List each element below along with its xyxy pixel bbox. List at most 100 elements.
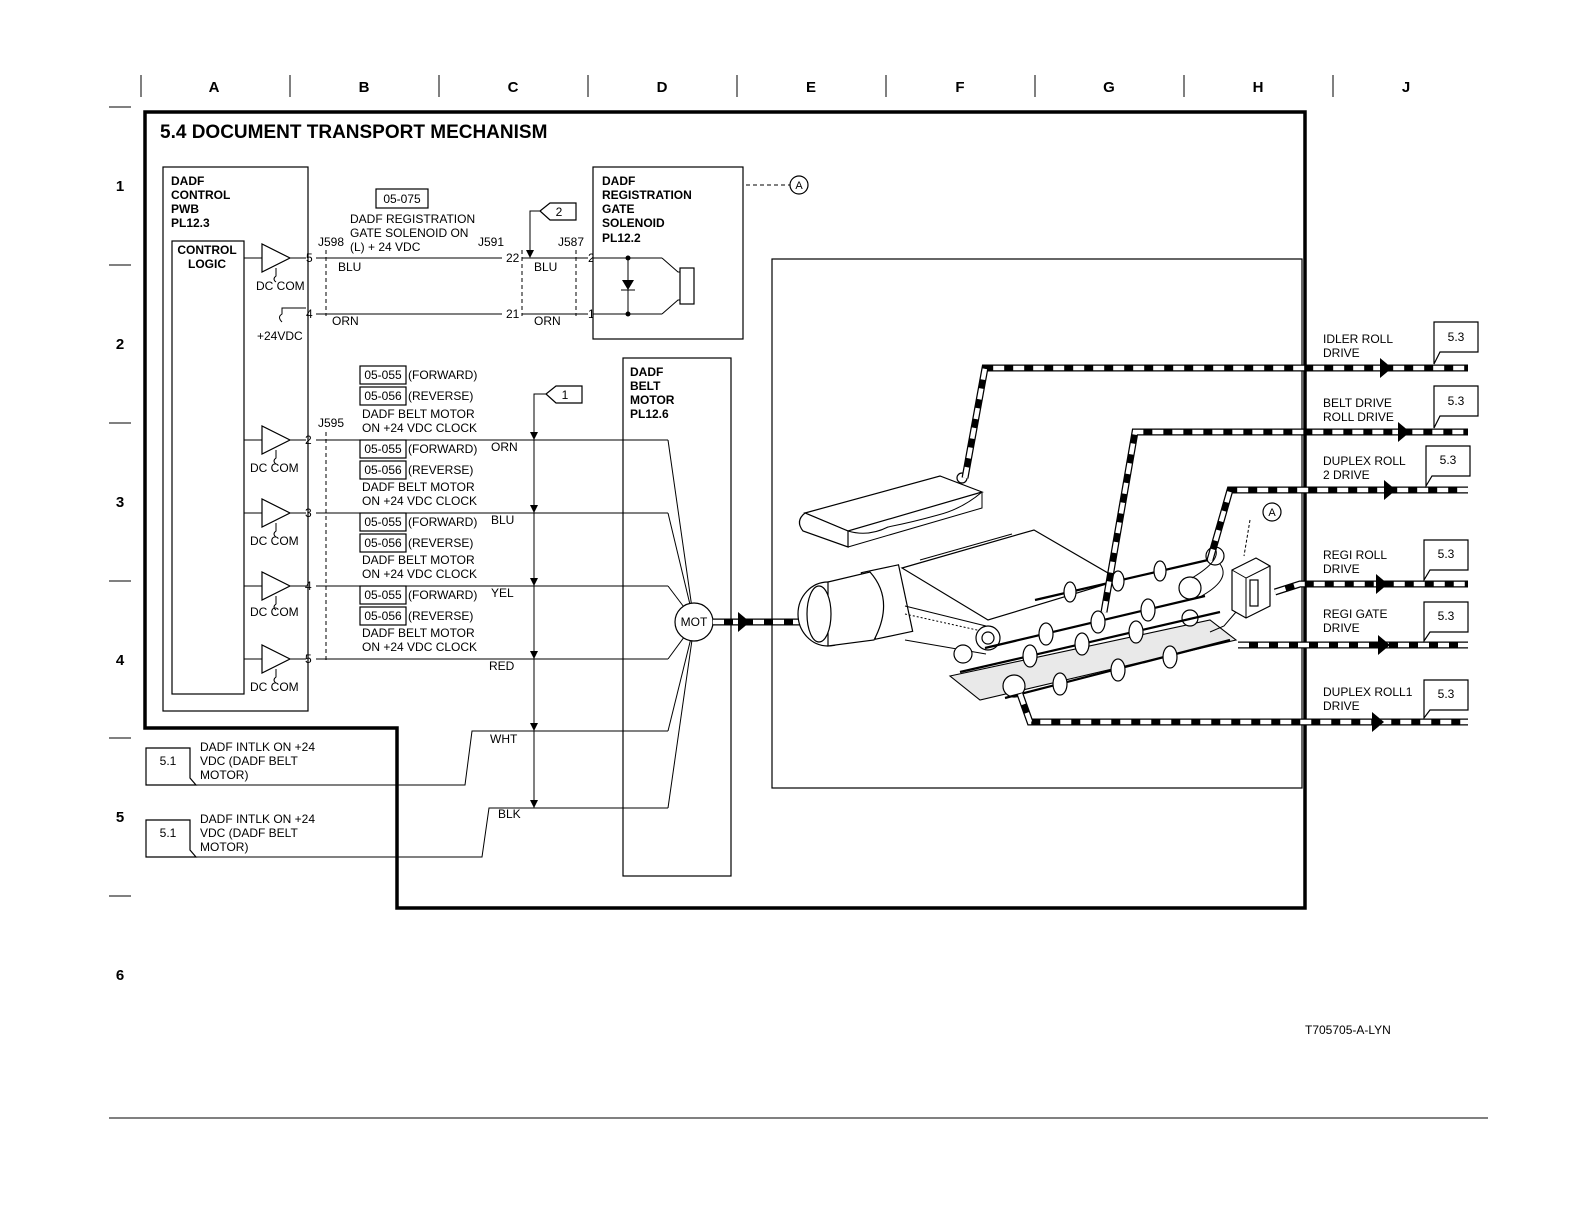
dc-com-label: DC COM xyxy=(250,680,299,694)
pin-label: 5 xyxy=(306,251,313,265)
column-label: G xyxy=(1103,79,1115,96)
column-label: J xyxy=(1402,79,1410,96)
svg-text:5.3: 5.3 xyxy=(1448,394,1465,408)
row-label: 4 xyxy=(116,652,125,669)
drive-label-regi-gate: REGI GATE DRIVE 5.3 xyxy=(1323,601,1469,643)
svg-text:DRIVE: DRIVE xyxy=(1323,346,1360,360)
svg-text:BELT DRIVE: BELT DRIVE xyxy=(1323,396,1392,410)
svg-text:2 DRIVE: 2 DRIVE xyxy=(1323,468,1370,482)
drive-label-belt-drive: BELT DRIVE ROLL DRIVE 5.3 xyxy=(1323,385,1479,429)
svg-text:5.3: 5.3 xyxy=(1438,687,1455,701)
svg-text:ON +24 VDC CLOCK: ON +24 VDC CLOCK xyxy=(362,640,477,654)
drive-label-duplex-roll-2: DUPLEX ROLL 2 DRIVE 5.3 xyxy=(1323,445,1471,489)
svg-text:DADF BELT MOTOR: DADF BELT MOTOR xyxy=(362,626,475,640)
wire-color: BLU xyxy=(491,513,514,527)
svg-text:05-056: 05-056 xyxy=(364,609,402,623)
svg-text:DRIVE: DRIVE xyxy=(1323,699,1360,713)
svg-text:DADF INTLK ON +24: DADF INTLK ON +24 xyxy=(200,812,315,826)
figure-id: T705705-A-LYN xyxy=(1305,1023,1391,1037)
dc-com-label: DC COM xyxy=(250,605,299,619)
column-label: B xyxy=(359,79,370,96)
svg-text:5.1: 5.1 xyxy=(160,826,177,840)
solenoid-label: DADF xyxy=(602,174,635,188)
driver-transistor-solenoid: DC COM +24VDC xyxy=(244,243,306,343)
wire-color: WHT xyxy=(490,732,518,746)
svg-text:ON +24 VDC CLOCK: ON +24 VDC CLOCK xyxy=(362,494,477,508)
drive-label-idler-roll: IDLER ROLL DRIVE 5.3 xyxy=(1323,321,1479,365)
svg-text:(REVERSE): (REVERSE) xyxy=(408,609,473,623)
solenoid-label: GATE xyxy=(602,202,634,216)
flag-1: 1 xyxy=(530,385,583,808)
control-logic-label: CONTROL xyxy=(177,243,236,257)
svg-text:DUPLEX ROLL: DUPLEX ROLL xyxy=(1323,454,1406,468)
svg-text:(FORWARD): (FORWARD) xyxy=(408,442,477,456)
interlock-2: 5.1 DADF INTLK ON +24 VDC (DADF BELT MOT… xyxy=(145,807,668,858)
column-label: C xyxy=(508,79,519,96)
svg-text:ON +24 VDC CLOCK: ON +24 VDC CLOCK xyxy=(362,421,477,435)
motor-symbol-label: MOT xyxy=(681,615,708,629)
wire-color: BLU xyxy=(338,260,361,274)
svg-text:05-056: 05-056 xyxy=(364,463,402,477)
pin-label: 3 xyxy=(305,506,312,520)
row-label: 6 xyxy=(116,967,124,984)
driver-transistor-ch2: DC COM xyxy=(244,498,306,548)
row-grid: 1 2 3 4 5 6 xyxy=(109,106,131,984)
chain-outline xyxy=(143,110,1307,910)
motor-label: PL12.6 xyxy=(630,407,669,421)
ref-circle-a-mechanism xyxy=(1262,502,1282,522)
wire-color: YEL xyxy=(491,586,514,600)
wire-color: RED xyxy=(489,659,515,673)
motor-label: MOTOR xyxy=(630,393,675,407)
svg-text:(REVERSE): (REVERSE) xyxy=(408,463,473,477)
solenoid-label: SOLENOID xyxy=(602,216,665,230)
dc-com-label: DC COM xyxy=(250,461,299,475)
svg-text:5.3: 5.3 xyxy=(1438,547,1455,561)
pin-label: 2 xyxy=(588,251,595,265)
svg-text:REGI GATE: REGI GATE xyxy=(1323,607,1387,621)
svg-text:DADF BELT MOTOR: DADF BELT MOTOR xyxy=(362,407,475,421)
column-label: A xyxy=(209,79,220,96)
connector-j591: J591 xyxy=(478,235,504,249)
svg-text:05-055: 05-055 xyxy=(364,368,402,382)
svg-text:05-055: 05-055 xyxy=(364,442,402,456)
column-label: E xyxy=(806,79,816,96)
drive-chain-regi-gate xyxy=(1238,635,1468,655)
connector-j587: J587 xyxy=(558,235,584,249)
pwb-label: CONTROL xyxy=(171,188,230,202)
power-label: +24VDC xyxy=(257,329,303,343)
svg-text:(REVERSE): (REVERSE) xyxy=(408,536,473,550)
svg-text:05-056: 05-056 xyxy=(364,536,402,550)
status-code-box xyxy=(375,188,429,209)
column-label: H xyxy=(1253,79,1264,96)
status-codes-group-0: 05-055 (FORWARD) 05-056 (REVERSE) DADF B… xyxy=(359,365,477,435)
svg-text:VDC (DADF BELT: VDC (DADF BELT xyxy=(200,826,298,840)
solenoid-coil-symbol xyxy=(593,255,695,317)
drive-chain-duplex-roll-2 xyxy=(1206,480,1468,561)
control-logic-box xyxy=(171,240,245,695)
solenoid-label: REGISTRATION xyxy=(602,188,692,202)
svg-text:5.3: 5.3 xyxy=(1440,453,1457,467)
wire-color: BLU xyxy=(534,260,557,274)
control-logic-label: LOGIC xyxy=(188,257,226,271)
svg-text:REGI ROLL: REGI ROLL xyxy=(1323,548,1387,562)
pin-label: 21 xyxy=(506,307,520,321)
solenoid-label: PL12.2 xyxy=(602,231,641,245)
status-code: 05-075 xyxy=(383,192,421,206)
svg-text:MOTOR): MOTOR) xyxy=(200,768,248,782)
svg-text:2: 2 xyxy=(556,205,563,219)
svg-text:5.1: 5.1 xyxy=(160,754,177,768)
solenoid-desc: GATE SOLENOID ON xyxy=(350,226,468,240)
motor-label: DADF xyxy=(630,365,663,379)
svg-text:05-055: 05-055 xyxy=(364,588,402,602)
svg-text:DRIVE: DRIVE xyxy=(1323,621,1360,635)
status-codes-group-1: 05-055 (FORWARD) 05-056 (REVERSE) DADF B… xyxy=(359,439,477,508)
connector-j595: J595 xyxy=(318,416,344,430)
solenoid-box xyxy=(592,166,744,340)
drive-chain-idler-roll xyxy=(961,358,1468,479)
svg-text:ON +24 VDC CLOCK: ON +24 VDC CLOCK xyxy=(362,567,477,581)
driver-transistor-ch1: DC COM xyxy=(244,425,306,475)
svg-text:(FORWARD): (FORWARD) xyxy=(408,588,477,602)
dc-com-label: DC COM xyxy=(250,534,299,548)
svg-text:MOTOR): MOTOR) xyxy=(200,840,248,854)
